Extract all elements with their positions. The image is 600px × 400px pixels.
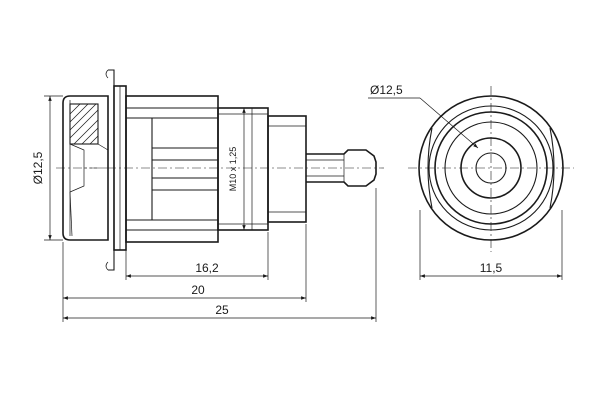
dim-diameter-front: Ø12,5 <box>368 83 479 149</box>
front-view <box>408 86 574 252</box>
dim-thread: M10 x 1,25 <box>228 108 246 230</box>
dim-diameter-front-label: Ø12,5 <box>370 83 403 97</box>
dim-length-16-2: 16,2 <box>125 232 269 280</box>
dim-length-20: 20 <box>62 224 307 322</box>
body <box>125 95 219 243</box>
dim-diameter-side: Ø12,5 <box>31 95 63 241</box>
rear-collar <box>267 115 307 223</box>
dim-diameter-side-label: Ø12,5 <box>31 151 45 184</box>
side-view <box>56 69 384 271</box>
dim-length-20-label: 20 <box>191 283 205 297</box>
dim-width-front: 11,5 <box>419 210 563 280</box>
dim-length-25: 25 <box>63 188 377 322</box>
hatch-section <box>69 103 99 145</box>
solder-pin <box>306 149 377 187</box>
dim-width-front-label: 11,5 <box>480 261 503 275</box>
dim-length-25-label: 25 <box>215 303 229 317</box>
threaded-section <box>217 107 269 231</box>
dim-length-16-2-label: 16,2 <box>195 261 219 275</box>
dim-thread-label: M10 x 1,25 <box>228 147 238 192</box>
